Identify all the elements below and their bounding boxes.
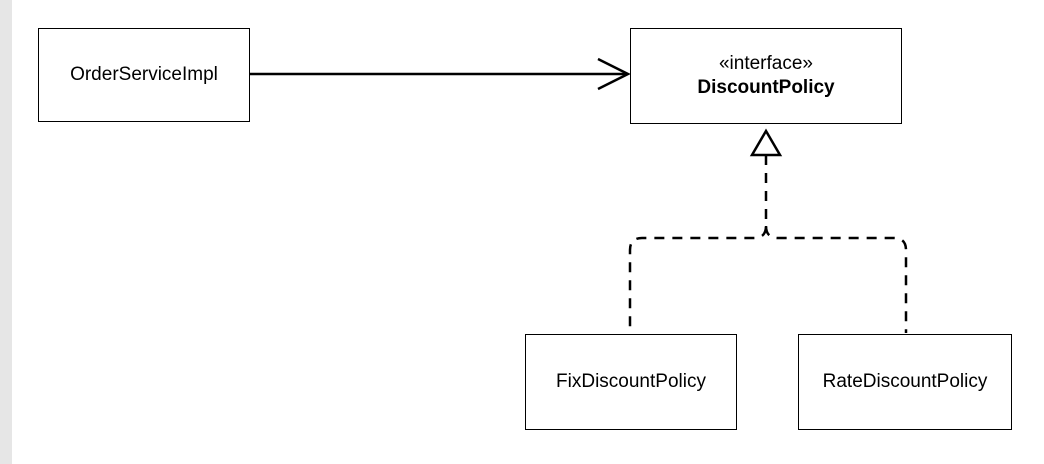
class-label: FixDiscountPolicy [556,371,706,393]
stereotype-label: «interface» [718,53,813,75]
class-fix-discount-policy: FixDiscountPolicy [525,334,737,430]
realization-trunk [628,155,768,333]
realization-branch-right [764,225,908,333]
interface-name: DiscountPolicy [697,77,835,98]
realization-triangle [749,128,783,157]
association-arrowhead [597,57,631,91]
class-label: OrderServiceImpl [70,64,218,86]
class-order-service-impl: OrderServiceImpl [38,28,250,122]
class-label: RateDiscountPolicy [822,371,988,393]
left-margin-strip [0,0,12,464]
interface-discount-policy: «interface» DiscountPolicy [630,28,902,124]
class-rate-discount-policy: RateDiscountPolicy [798,334,1012,430]
